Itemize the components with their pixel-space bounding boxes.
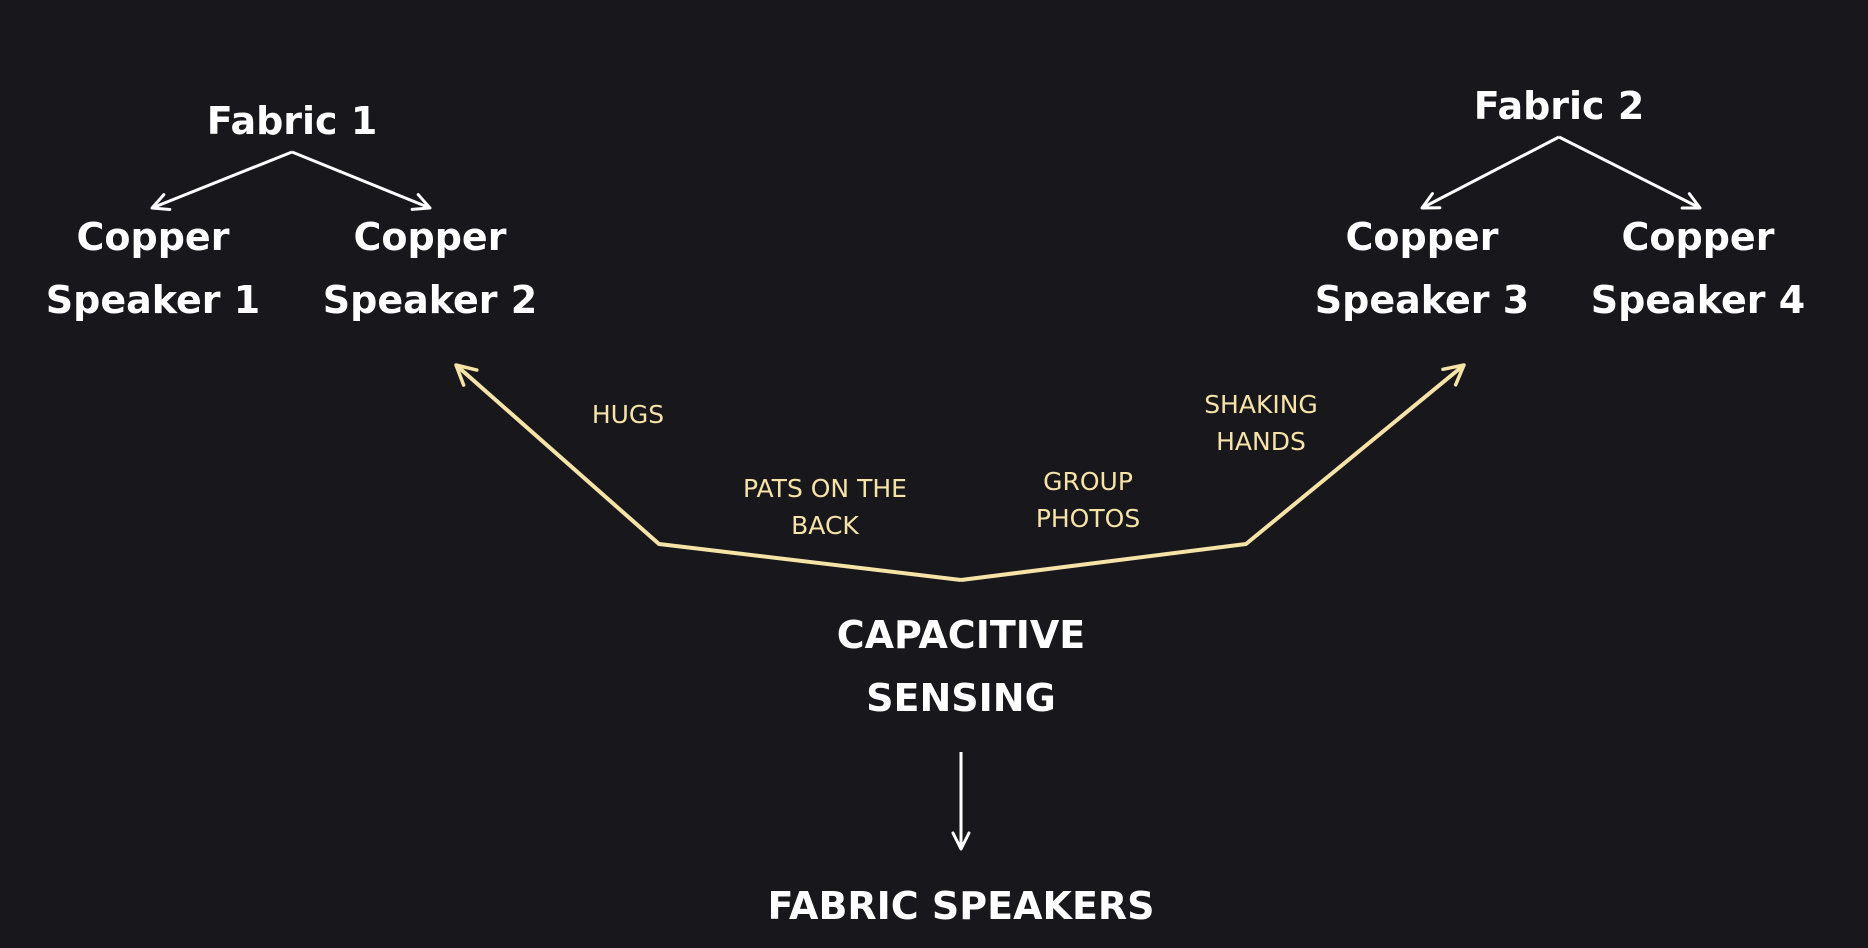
speaker-2-line-2: Speaker 2	[322, 278, 538, 322]
gesture-hugs: HUGS	[548, 396, 708, 433]
speaker-1-line-2: Speaker 1	[45, 278, 261, 322]
sensing-line-1: CAPACITIVE	[836, 613, 1086, 657]
copper-speaker-4: Copper Speaker 4	[1578, 206, 1818, 332]
gesture-group-line-2: PHOTOS	[1035, 504, 1141, 533]
copper-speaker-3: Copper Speaker 3	[1302, 206, 1542, 332]
fabric-2-label: Fabric 2	[1473, 84, 1645, 128]
speaker-3-line-1: Copper	[1345, 215, 1499, 259]
speaker-4-line-2: Speaker 4	[1590, 278, 1806, 322]
fabric-1-to-speaker-1-arrow	[150, 150, 293, 211]
gesture-shaking-hands: SHAKING HANDS	[1161, 386, 1361, 460]
fabric-1-to-speaker-2-arrow	[291, 150, 432, 211]
speaker-4-line-1: Copper	[1621, 215, 1775, 259]
gesture-group-line-1: GROUP	[1043, 467, 1133, 496]
fabric-2-to-speaker-3-arrow	[1420, 135, 1560, 210]
gesture-group-photos: GROUP PHOTOS	[988, 463, 1188, 537]
fabric-1-label: Fabric 1	[206, 99, 378, 143]
sensing-to-speaker-3-path	[960, 363, 1466, 582]
capacitive-sensing-label: CAPACITIVE SENSING	[781, 604, 1141, 730]
sensing-line-2: SENSING	[866, 676, 1056, 720]
copper-speaker-1: Copper Speaker 1	[33, 206, 273, 332]
speaker-2-line-1: Copper	[353, 215, 507, 259]
sensing-to-speaker-2-path	[454, 363, 962, 582]
gesture-shaking-line-1: SHAKING	[1204, 390, 1318, 419]
gesture-pats-on-the-back: PATS ON THE BACK	[700, 470, 950, 544]
gesture-hugs-line-1: HUGS	[591, 400, 665, 429]
speaker-1-line-1: Copper	[76, 215, 230, 259]
gesture-pats-line-2: BACK	[791, 511, 859, 540]
speaker-3-line-2: Speaker 3	[1314, 278, 1530, 322]
gesture-shaking-line-2: HANDS	[1216, 427, 1306, 456]
fabric-2-to-speaker-4-arrow	[1558, 135, 1702, 210]
gesture-pats-line-1: PATS ON THE	[743, 474, 907, 503]
copper-speaker-2: Copper Speaker 2	[310, 206, 550, 332]
fabric-speakers-label: FABRIC SPEAKERS	[767, 884, 1155, 928]
